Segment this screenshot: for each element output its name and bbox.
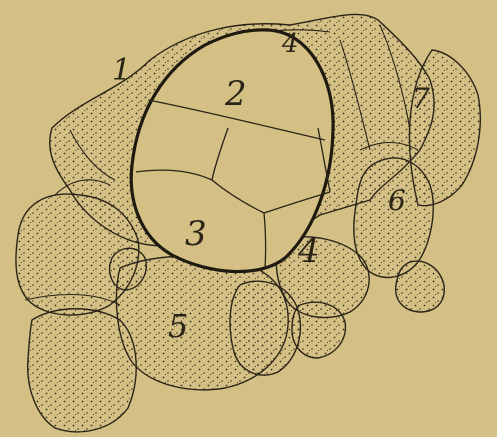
label-region-4-upper: 4 [281,29,299,59]
label-region-1: 1 [112,53,131,88]
label-region-6: 6 [388,184,406,217]
label-region-2: 2 [224,74,247,114]
label-region-5: 5 [168,307,188,345]
label-region-7: 7 [412,82,430,115]
label-region-4-lower: 4 [297,231,320,271]
label-region-3: 3 [185,214,207,254]
